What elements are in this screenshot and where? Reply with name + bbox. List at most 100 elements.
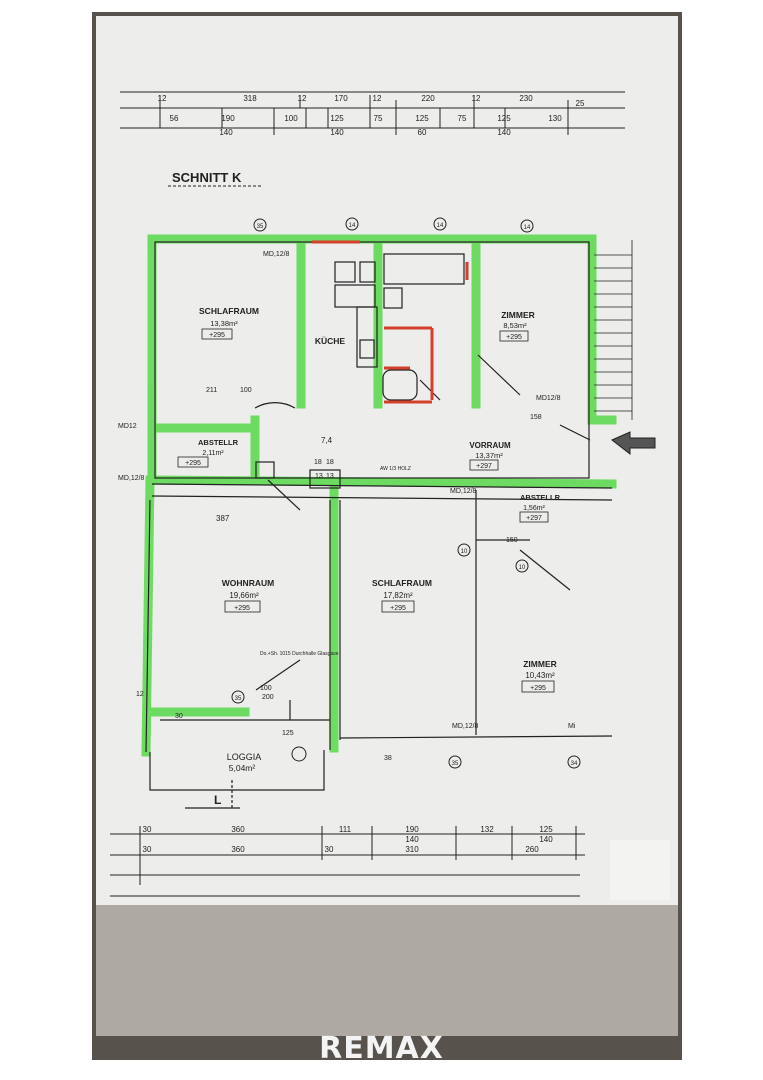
dim-label: 200 [262,694,274,701]
dim-label: 18 [326,459,334,466]
room-vorraum: VORRAUM 13,37m² +297 [469,441,511,471]
bottom-dim-label: 125 [539,825,553,834]
axis-marker [345,217,359,231]
room-schlafraum-1: SCHLAFRAUM 13,38m² +295 [199,306,259,340]
room-name: WOHNRAUM [222,578,274,588]
top-dim-label: 75 [458,114,467,123]
bottom-dim-label: 30 [143,845,152,854]
top-dim-label: 125 [330,114,344,123]
dim-label: 100 [240,387,252,394]
top-dim-label: 60 [418,128,427,137]
md-label: MD,12/8 [118,475,145,482]
remax-logo: REMAX [319,1031,444,1066]
top-dim-label: 12 [373,94,382,103]
bottom-dim-label: 140 [539,835,553,844]
room-area: 13,38m² [210,319,238,328]
top-dim-label: 230 [519,94,533,103]
room-area: 19,66m² [229,591,259,600]
axis-marker-label: 35 [452,761,459,767]
section-marker-label: L [214,793,221,807]
top-dim-label: 25 [576,99,585,108]
room-area: 17,82m² [383,591,413,600]
top-dim-label: 12 [158,94,167,103]
section-marker: L [185,780,240,809]
room-wohnraum: WOHNRAUM 19,66m² +295 [222,578,274,613]
bottom-dim-label: 260 [525,845,539,854]
md-label: Mi [568,723,576,730]
bottom-dim-label: 140 [405,835,419,844]
room-zimmer-1: ZIMMER 8,53m² +295 [499,310,535,342]
dim-label: 211 [206,387,217,394]
axis-marker-label: 34 [571,761,578,767]
top-dim-label: 56 [170,114,179,123]
room-kueche-name: KÜCHE [315,336,346,346]
bottom-dim-label: 310 [405,845,419,854]
axis-marker [567,755,581,769]
room-name: ZIMMER [523,659,557,669]
top-dim-label: 140 [219,128,233,137]
axis-marker [448,755,462,769]
bottom-dim-label: 30 [325,845,334,854]
room-height: +297 [526,515,542,522]
room-height: +297 [476,463,492,470]
misc-labels: MD,12/8 MD12 MD,12/8 MD,12/8 MD,12/8 MD1… [118,251,576,762]
md-label: MD,12/8 [263,251,290,258]
room-name: ABSTELLR [198,438,239,447]
flow-mark: 7,4 [321,436,333,445]
md-label: MD12 [118,423,137,430]
bottom-dim-label: 360 [231,845,245,854]
top-dim-label: 12 [298,94,307,103]
axis-marker [457,543,471,557]
room-area: 5,04m² [229,763,256,773]
axis-markers-bottom [231,543,581,769]
room-height: +295 [209,332,225,339]
room-area: 2,11m² [202,450,224,457]
axis-marker-label: 10 [461,549,468,555]
axis-markers-top [253,217,534,233]
room-name: VORRAUM [469,441,511,450]
top-dim-label: 125 [497,114,511,123]
axis-marker [515,559,529,573]
md-label: MD12/8 [536,395,561,402]
room-schlafraum-2: SCHLAFRAUM 17,82m² +295 [372,578,432,613]
dim-label: 30 [175,713,183,720]
axis-marker [433,217,447,231]
top-dim-label: 190 [221,114,235,123]
room-labels: SCHLAFRAUM 13,38m² +295 KÜCHE ZIMMER 8,5… [177,306,561,773]
top-dim-label: 140 [330,128,344,137]
top-dimension-lines [120,91,625,135]
room-height: +295 [530,685,546,692]
axis-marker [231,690,245,704]
room-area: 1,56m² [523,505,545,512]
bottom-dim-label: 132 [480,825,494,834]
dim-label: 13 [326,473,334,480]
room-abstellr-1: ABSTELLR 2,11m² +295 [177,438,239,468]
md-label: MD,12/8 [452,723,479,730]
axis-marker-label: 35 [235,696,242,702]
axis-marker-label: 14 [349,223,356,229]
bottom-dim-label: 360 [231,825,245,834]
top-dim-label: 12 [472,94,481,103]
axis-marker-label: 14 [524,225,531,231]
top-dim-label: 125 [415,114,429,123]
room-abstellr-2: ABSTELLR 1,56m² +297 [519,493,561,523]
bottom-dimension-lines [110,826,585,897]
top-dim-label: 170 [334,94,348,103]
top-dim-label: 220 [421,94,435,103]
bottom-dimension-labels: 30 360 111 190 132 125 30 360 30 140 310… [143,825,554,854]
room-name: ZIMMER [501,310,535,320]
top-dim-label: 140 [497,128,511,137]
scan-glare [610,840,670,900]
bath-fittings [312,240,469,404]
bottom-dim-label: 30 [143,825,152,834]
axis-marker [253,218,267,232]
axis-marker-label: 35 [257,224,264,230]
axis-marker [520,219,534,233]
room-height: +295 [185,460,201,467]
axis-marker-label: 10 [519,565,526,571]
dim-label: 125 [282,730,294,737]
room-height: +295 [390,605,406,612]
top-dim-label: 318 [243,94,257,103]
